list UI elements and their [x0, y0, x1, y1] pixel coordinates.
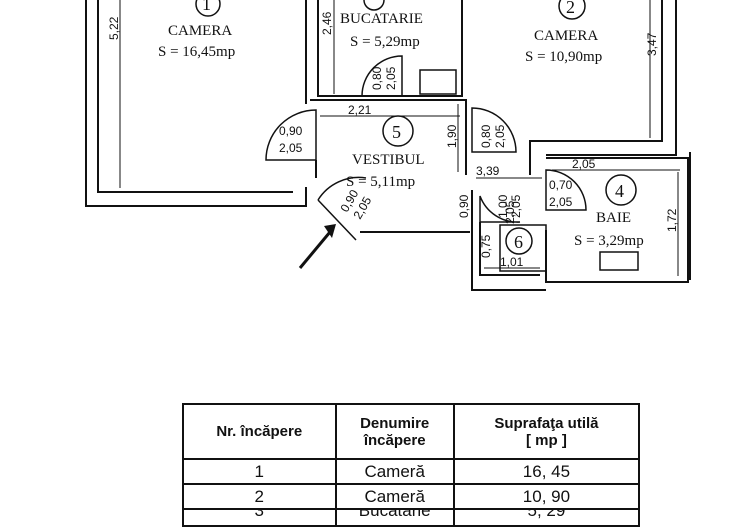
dim-wc-height: 0,75	[479, 234, 493, 258]
door-baie	[545, 169, 587, 211]
table-row: 3 Bucătărie 5, 29	[182, 508, 641, 527]
room-circle-3	[363, 0, 385, 11]
room-circle-5	[382, 115, 414, 147]
room-circle-4	[605, 174, 637, 206]
cell-nr: 1	[182, 458, 337, 485]
door-inner-height: 2,05	[509, 194, 523, 218]
room-circle-6	[505, 227, 533, 255]
door-camera2-width: 0,80	[479, 124, 493, 148]
room-area-camera2: S = 10,90mp	[525, 49, 602, 65]
wall-wc-inner	[479, 222, 540, 276]
room-number-5: 5	[392, 122, 401, 142]
dim-bucatarie-height: 2,46	[320, 11, 334, 35]
floor-plan: 1 2 5 4 6 CAMERA S = 16,45mp BUCATARIE S…	[85, 0, 691, 291]
dim-wc-width: 1,01	[500, 255, 524, 269]
cell-nr: 3	[182, 508, 337, 527]
door-baie-width: 0,70	[549, 178, 573, 192]
wall-camera2-outer	[546, 0, 677, 156]
room-number-2: 2	[566, 0, 575, 17]
dim-hall-width: 3,39	[476, 164, 500, 178]
door-camera2-height: 2,05	[493, 124, 507, 148]
room-number-6: 6	[514, 232, 523, 252]
header-room-name: Denumire încăpere	[334, 403, 455, 460]
fixture-bath	[599, 251, 639, 271]
header-area: Suprafaţa utilă [ mp ]	[452, 403, 641, 460]
header-room-number: Nr. încăpere	[182, 403, 337, 460]
wall-camera2-right	[529, 0, 663, 175]
cell-area-text: 5, 29	[527, 509, 566, 520]
door-inner-width: 1,00	[496, 194, 510, 218]
cell-nr: 2	[182, 483, 337, 510]
table-row: 2 Cameră 10, 90	[182, 483, 641, 510]
room-area-vestibul: S = 5,11mp	[346, 174, 415, 190]
room-name-camera1: CAMERA	[168, 23, 232, 39]
room-name-bucatarie: BUCATARIE	[340, 11, 423, 27]
dim-vestibul-height: 1,90	[445, 124, 459, 148]
table-header-row: Nr. încăpere Denumire încăpere Suprafaţa…	[182, 403, 641, 460]
door-bucatarie	[361, 55, 403, 97]
room-name-camera2: CAMERA	[534, 28, 598, 44]
dim-camera2-height: 3,47	[645, 32, 659, 56]
dim-vestibul-depth: 0,90	[457, 194, 471, 218]
cell-name-text: Bucătărie	[358, 509, 431, 520]
door-bucatarie-width: 0,80	[370, 66, 384, 90]
dim-camera1-height: 5,22	[107, 16, 121, 40]
room-number-1: 1	[202, 0, 211, 14]
entry-arrow	[298, 224, 336, 269]
header-room-name-line2: încăpere	[363, 431, 426, 449]
room-name-vestibul: VESTIBUL	[352, 152, 425, 168]
dim-baie-height: 1,72	[665, 208, 679, 232]
dim-baie-width: 2,05	[572, 157, 596, 171]
door-camera1	[265, 109, 317, 161]
door-inner	[479, 195, 521, 223]
wall-camera1-inner	[97, 0, 293, 193]
room-area-baie: S = 3,29mp	[574, 233, 644, 249]
room-circle-1	[195, 0, 221, 17]
header-area-line2: [ mp ]	[526, 431, 567, 449]
door-wc-height: 2,05	[503, 200, 517, 224]
door-bucatarie-height: 2,05	[384, 66, 398, 90]
dim-vestibul-width: 2,21	[348, 103, 372, 117]
cell-area: 16, 45	[452, 458, 641, 485]
room-area-bucatarie: S = 5,29mp	[350, 34, 420, 50]
door-baie-height: 2,05	[549, 195, 573, 209]
cell-area: 10, 90	[452, 483, 641, 510]
cell-name: Cameră	[334, 458, 455, 485]
door-camera1-width: 0,90	[279, 124, 303, 138]
area-table: Nr. încăpere Denumire încăpere Suprafaţa…	[182, 403, 641, 527]
room-number-4: 4	[615, 181, 624, 201]
room-circle-2	[558, 0, 586, 20]
room-area-camera1: S = 16,45mp	[158, 44, 235, 60]
door-entry	[317, 199, 357, 241]
fixture-stove	[419, 69, 457, 95]
wall-bucatarie	[317, 0, 463, 97]
cell-name: Cameră	[334, 483, 455, 510]
wall-vestibul-top	[310, 99, 467, 175]
wall-camera1	[85, 0, 307, 207]
cell-nr-text: 3	[254, 509, 265, 520]
fixture-sink	[499, 224, 547, 272]
table-row: 1 Cameră 16, 45	[182, 458, 641, 485]
door-camera1-height: 2,05	[279, 141, 303, 155]
header-room-name-line1: Denumire	[360, 414, 430, 432]
door-camera2	[471, 107, 517, 153]
wall-wc	[471, 190, 546, 291]
header-area-line1: Suprafaţa utilă	[494, 414, 599, 432]
door-entry-arc	[317, 176, 367, 201]
cell-area: 5, 29	[452, 508, 641, 527]
room-name-baie: BAIE	[596, 210, 631, 226]
cell-name: Bucătărie	[334, 508, 455, 527]
